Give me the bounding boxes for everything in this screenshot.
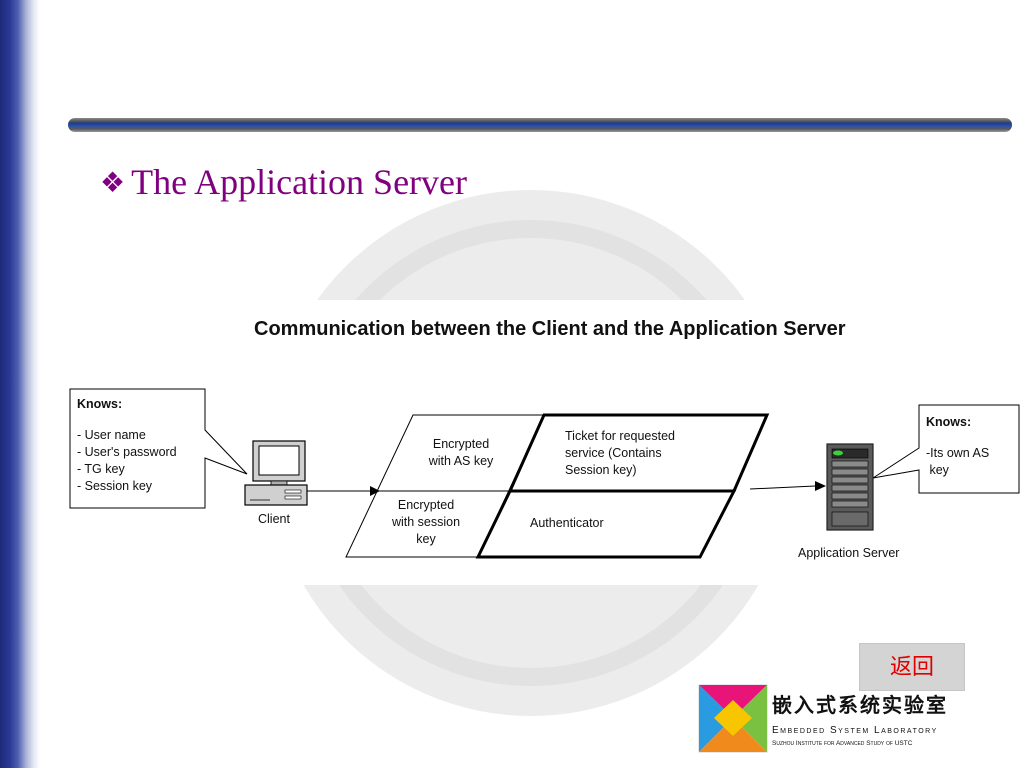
authenticator-label: Authenticator — [530, 516, 604, 530]
client-knows-item: - User name — [77, 428, 146, 442]
left-decorative-bar — [0, 0, 40, 768]
client-knows-item: - User's password — [77, 445, 177, 459]
lab-name-chinese: 嵌入式系统实验室 — [772, 695, 948, 717]
lab-institute-name: Suzhou Institute for Advanced Study of U… — [772, 740, 913, 747]
ticket-line: Ticket for requested — [565, 429, 676, 443]
encrypted-session-key-text: Encrypted with session key — [380, 497, 472, 548]
lab-logo-graphic — [698, 684, 768, 753]
slide-title: ❖The Application Server — [100, 160, 467, 206]
application-server-label: Application Server — [798, 546, 900, 560]
ticket-line: service (Contains — [565, 446, 662, 460]
server-callout-box — [872, 404, 1020, 494]
server-knows-heading: Knows: — [926, 415, 972, 429]
authenticator-box — [475, 489, 737, 559]
lab-name-english: Embedded System Laboratory — [772, 725, 938, 736]
ticket-line: Session key) — [565, 463, 637, 477]
slide-title-text: The Application Server — [131, 162, 468, 202]
return-button[interactable]: 返回 — [859, 643, 965, 691]
arrow-message-to-server — [749, 481, 826, 491]
encrypted-session-key-line: key — [416, 532, 436, 546]
client-computer-icon — [244, 440, 308, 506]
client-knows-item: - TG key — [77, 462, 125, 476]
client-knows-heading: Knows: — [77, 397, 123, 411]
server-knows-text: Knows: -Its own AS key — [926, 414, 989, 479]
diagram-title: Communication between the Client and the… — [254, 318, 846, 340]
client-label: Client — [258, 512, 290, 526]
arrow-client-to-message — [307, 486, 380, 496]
encrypted-as-key-line: Encrypted — [432, 437, 490, 451]
client-callout-box — [69, 388, 248, 509]
encrypted-session-key-line: Encrypted — [397, 498, 455, 512]
server-knows-item: key — [926, 463, 949, 477]
ticket-text: Ticket for requested service (Contains S… — [565, 428, 675, 479]
server-knows-item: -Its own AS — [926, 446, 990, 460]
application-server-icon — [826, 443, 874, 531]
four-diamond-bullet-icon: ❖ — [100, 168, 126, 199]
encrypted-as-key-text: Encrypted with AS key — [416, 436, 506, 470]
encrypted-as-key-line: with AS key — [428, 454, 494, 468]
encrypted-session-key-line: with session — [391, 515, 461, 529]
header-rule — [68, 118, 1012, 132]
client-knows-item: - Session key — [77, 479, 153, 493]
client-knows-text: Knows: - User name - User's password - T… — [77, 396, 177, 495]
